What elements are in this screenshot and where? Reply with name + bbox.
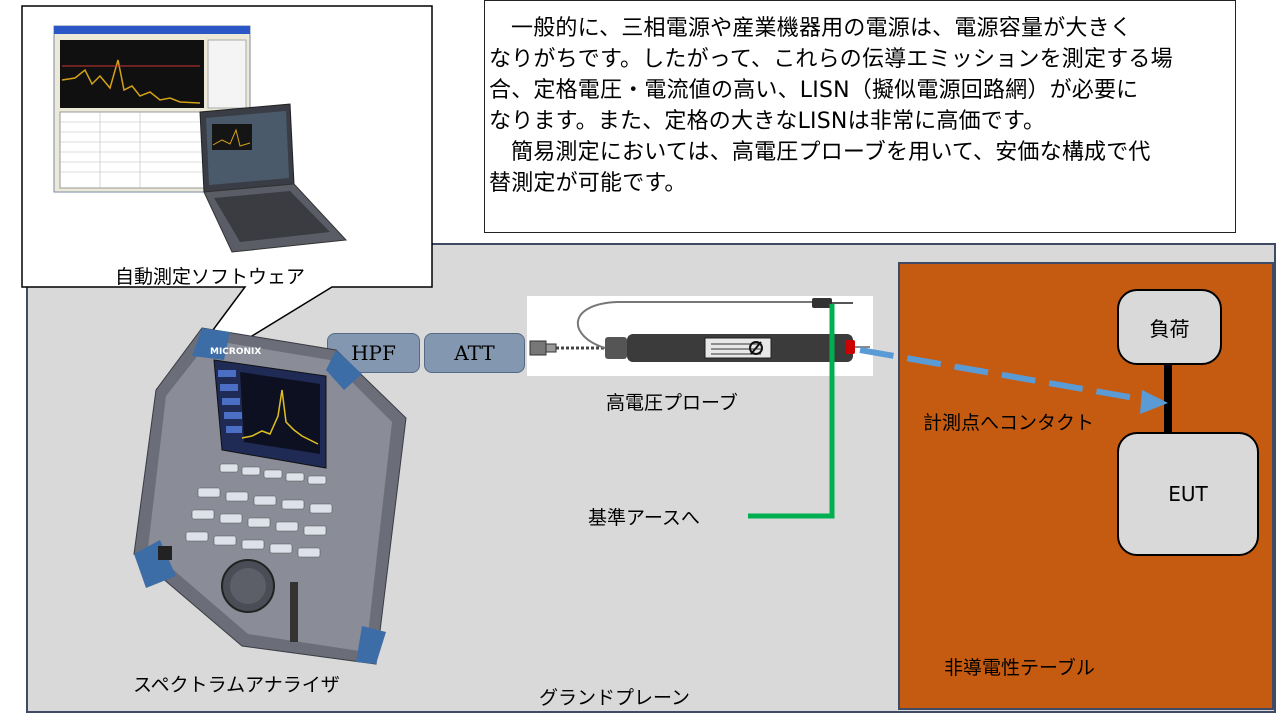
description-line: なりがちです。したがって、これらの伝導エミッションを測定する場 xyxy=(489,47,1173,72)
contact-arrow-line xyxy=(859,347,1147,403)
analyzer-brand: MICRONIX xyxy=(210,347,261,357)
ground-plane-label: グランドプレーン xyxy=(539,687,691,709)
high-voltage-probe-image xyxy=(527,296,873,376)
description-line: なります。また、定格の大きなLISNは非常に高価です。 xyxy=(489,109,1046,134)
laptop-image xyxy=(199,103,348,253)
ground-reference-wire xyxy=(748,304,835,519)
att-label: ATT xyxy=(454,341,495,365)
description-box: 一般的に、三相電源や産業機器用の電源は、電源容量が大きく なりがちです。したがっ… xyxy=(484,0,1236,233)
software-label: 自動測定ソフトウェア xyxy=(114,266,305,288)
ground-reference-label: 基準アースへ xyxy=(588,507,700,529)
hpf-box: HPF xyxy=(327,333,420,373)
spectrum-analyzer-image: MICRONIX xyxy=(133,327,407,665)
att-box: ATT xyxy=(424,333,525,373)
description-line: 合、定格電圧・電流値の高い、LISN（擬似電源回路網）が必要に xyxy=(489,78,1139,103)
load-label: 負荷 xyxy=(1149,316,1190,341)
description-line: 簡易測定においては、高電圧プローブを用いて、安価な構成で代 xyxy=(511,140,1151,165)
description-line: 替測定が可能です。 xyxy=(489,171,687,196)
eut-label: EUT xyxy=(1168,482,1208,506)
analyzer-label: スペクトラムアナライザ xyxy=(133,674,340,696)
probe-label: 高電圧プローブ xyxy=(606,392,738,414)
load-eut-connection xyxy=(1164,363,1172,434)
contact-label: 計測点へコンタクト xyxy=(923,412,1095,434)
hpf-label: HPF xyxy=(351,341,396,365)
description-line: 一般的に、三相電源や産業機器用の電源は、電源容量が大きく xyxy=(511,16,1132,41)
contact-arrow-head xyxy=(1140,390,1168,414)
software-callout xyxy=(21,5,433,386)
eut-block: EUT xyxy=(1117,432,1259,556)
table-label: 非導電性テーブル xyxy=(944,657,1095,679)
